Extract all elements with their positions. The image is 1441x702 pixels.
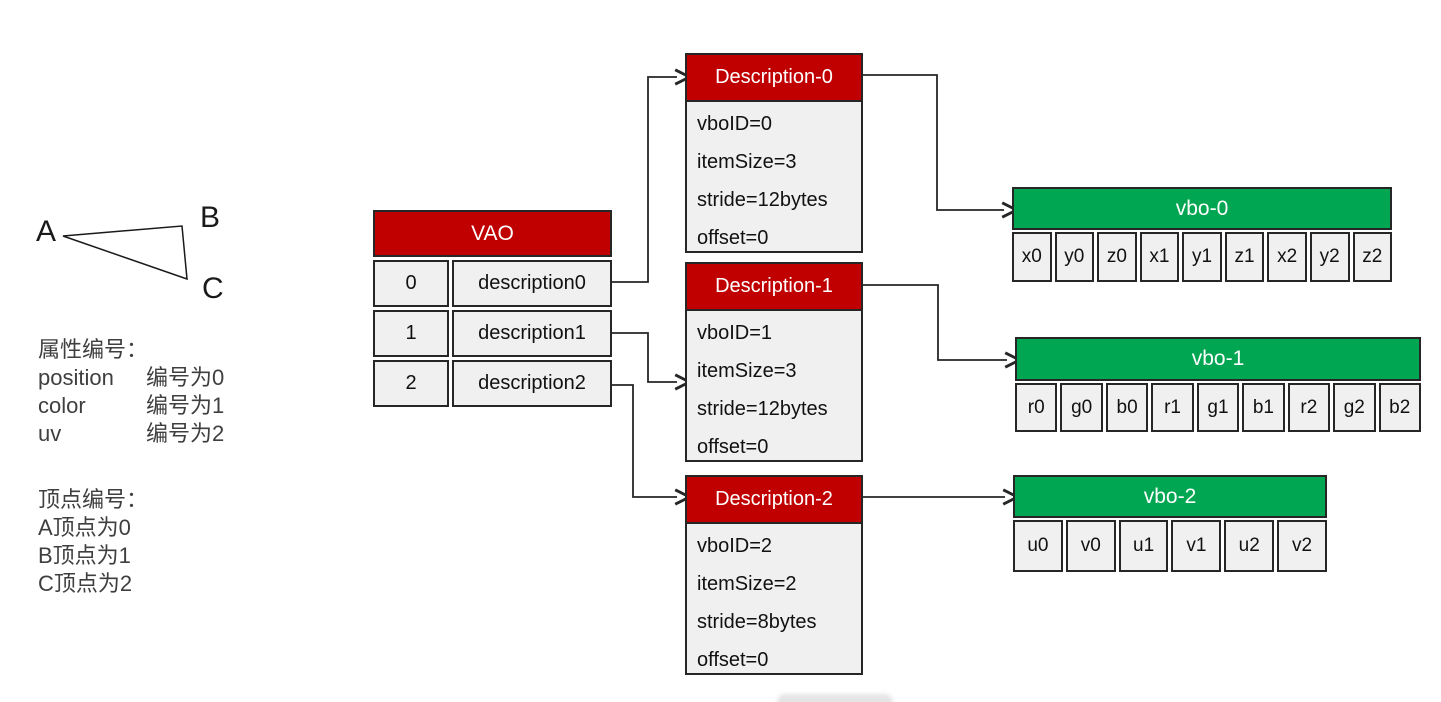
description0-offset: offset=0 xyxy=(697,226,769,249)
vertex-label-b: B xyxy=(200,201,221,234)
vbo0-cells: x0 y0 z0 x1 y1 z1 x2 y2 z2 xyxy=(1012,232,1393,282)
description0-body: vboID=0 itemSize=3 stride=12bytes offset… xyxy=(687,102,861,257)
vbo0-cell: z0 xyxy=(1097,232,1137,282)
vbo1-cell: r0 xyxy=(1015,383,1058,432)
vertex-row-a: A顶点为0 xyxy=(38,515,131,540)
cropped-bottom-artifact xyxy=(777,694,893,702)
description2-stride: stride=8bytes xyxy=(697,610,817,633)
vbo2-cell: v0 xyxy=(1065,520,1116,572)
vbo2-cell: u2 xyxy=(1224,520,1275,572)
vbo1-header: vbo-1 xyxy=(1015,337,1421,381)
attribute-row-uv: uv 编号为2 xyxy=(38,420,224,448)
vbo1-cell: b0 xyxy=(1105,383,1149,432)
attribute-name: position xyxy=(38,365,114,390)
vbo1-cell: g1 xyxy=(1196,383,1240,432)
vbo2-cell: v1 xyxy=(1171,520,1222,572)
description1-box: Description-1 vboID=1 itemSize=3 stride=… xyxy=(685,262,863,462)
vbo1-cell: r1 xyxy=(1151,383,1194,432)
description0-stride: stride=12bytes xyxy=(697,188,828,211)
description1-vboid: vboID=1 xyxy=(697,321,773,344)
arrow-description0-to-vbo0 xyxy=(863,74,1004,210)
description1-offset: offset=0 xyxy=(697,435,769,458)
vbo0-cell: z1 xyxy=(1224,232,1265,282)
description2-body: vboID=2 itemSize=2 stride=8bytes offset=… xyxy=(687,524,861,679)
description0-header: Description-0 xyxy=(687,55,861,102)
description2-box: Description-2 vboID=2 itemSize=2 stride=… xyxy=(685,475,863,675)
vao-row0-label: description0 xyxy=(452,260,612,307)
arrow-vao-to-description1 xyxy=(612,332,677,382)
vbo2-cell: u0 xyxy=(1013,520,1063,572)
description1-stride: stride=12bytes xyxy=(697,397,828,420)
vbo0-cell: y2 xyxy=(1309,232,1350,282)
description1-header: Description-1 xyxy=(687,264,861,311)
vertex-numbering-block: 顶点编号： A顶点为0 B顶点为1 C顶点为2 xyxy=(38,486,148,598)
vbo1-cells: r0 g0 b0 r1 g1 b1 r2 g2 b2 xyxy=(1015,383,1421,432)
vbo0-cell: x2 xyxy=(1267,232,1307,282)
vertex-row-c: C顶点为2 xyxy=(38,571,133,596)
vbo2-cell: v2 xyxy=(1277,520,1327,572)
attribute-number: 编号为2 xyxy=(146,421,225,446)
description0-itemsize: itemSize=3 xyxy=(697,150,797,173)
description2-offset: offset=0 xyxy=(697,648,769,671)
vbo0-cell: z2 xyxy=(1352,232,1393,282)
vao-row1-label: description1 xyxy=(452,310,612,357)
vao-row0-index: 0 xyxy=(373,260,449,307)
vbo1-cell: b1 xyxy=(1242,383,1285,432)
attribute-block-title: 属性编号： xyxy=(38,337,149,362)
vao-table-header: VAO xyxy=(373,210,612,257)
vbo2-header: vbo-2 xyxy=(1013,475,1327,518)
vbo2-cell: u1 xyxy=(1118,520,1169,572)
vertex-block-title: 顶点编号： xyxy=(38,487,149,512)
vertex-label-c: C xyxy=(202,272,224,305)
description1-itemsize: itemSize=3 xyxy=(697,359,797,382)
vbo1-cell: b2 xyxy=(1378,383,1421,432)
arrow-vao-to-description0 xyxy=(612,77,677,283)
description0-vboid: vboID=0 xyxy=(697,112,773,135)
vao-row2-label: description2 xyxy=(452,360,612,407)
vbo1-cell: g0 xyxy=(1060,383,1103,432)
vbo1-cell: r2 xyxy=(1287,383,1331,432)
attribute-numbering-block: 属性编号： position 编号为0 color 编号为1 uv 编号为2 xyxy=(38,336,224,448)
triangle-shape xyxy=(62,225,188,281)
attribute-row-position: position 编号为0 xyxy=(38,364,224,392)
vbo0-cell: x1 xyxy=(1139,232,1180,282)
attribute-number: 编号为1 xyxy=(146,393,225,418)
attribute-row-color: color 编号为1 xyxy=(38,392,224,420)
vbo0-cell: y1 xyxy=(1182,232,1222,282)
attribute-number: 编号为0 xyxy=(146,365,225,390)
arrow-description1-to-vbo1 xyxy=(863,284,1007,360)
vbo0-cell: x0 xyxy=(1012,232,1052,282)
vao-row2-index: 2 xyxy=(373,360,449,407)
attribute-name: color xyxy=(38,393,86,418)
arrow-vao-to-description2 xyxy=(612,384,677,497)
vbo1-cell: g2 xyxy=(1333,383,1376,432)
description1-body: vboID=1 itemSize=3 stride=12bytes offset… xyxy=(687,311,861,466)
description2-header: Description-2 xyxy=(687,477,861,524)
description2-vboid: vboID=2 xyxy=(697,534,773,557)
vbo2-cells: u0 v0 u1 v1 u2 v2 xyxy=(1013,520,1327,572)
vbo0-header: vbo-0 xyxy=(1012,187,1392,230)
vbo0-cell: y0 xyxy=(1054,232,1095,282)
attribute-name: uv xyxy=(38,421,62,446)
vertex-row-b: B顶点为1 xyxy=(38,543,131,568)
description2-itemsize: itemSize=2 xyxy=(697,572,797,595)
vao-row1-index: 1 xyxy=(373,310,449,357)
description0-box: Description-0 vboID=0 itemSize=3 stride=… xyxy=(685,53,863,253)
vertex-label-a: A xyxy=(36,215,57,248)
